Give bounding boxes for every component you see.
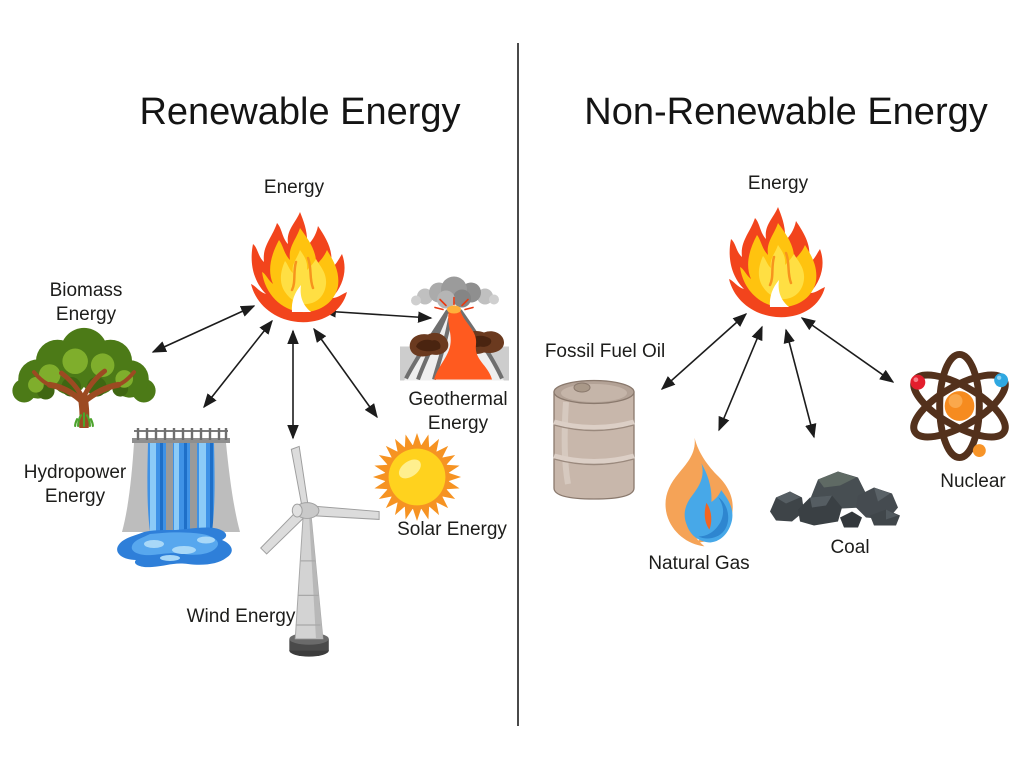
oil-barrel-icon	[553, 379, 635, 500]
geothermal-label-line1: Geothermal	[408, 389, 508, 410]
dam-railing	[132, 428, 230, 443]
grass-tuft	[74, 412, 94, 428]
dam-wall-right	[212, 443, 240, 532]
fire-icon-right	[728, 205, 827, 319]
crater-glow	[447, 305, 461, 314]
water-pool	[117, 527, 232, 568]
solar-label: Solar Energy	[397, 519, 507, 540]
sun-body	[388, 448, 446, 506]
biomass-label-line1: Biomass	[49, 280, 123, 301]
wind-turbine-icon	[260, 445, 380, 657]
right-panel-title: Non-Renewable Energy	[584, 91, 988, 133]
volcano-icon	[400, 276, 509, 381]
hydropower-label: Hydropower Energy	[24, 461, 126, 509]
dam-pillar	[166, 443, 173, 535]
electron-blue	[994, 373, 1009, 388]
dam-pillar	[190, 443, 197, 535]
barrel-bands	[553, 419, 635, 466]
nuclear-label: Nuclear	[940, 471, 1006, 492]
right-flame-label: Energy	[747, 173, 809, 194]
coal-label: Coal	[830, 537, 870, 558]
panel-divider	[517, 43, 519, 726]
dam-icon	[117, 428, 240, 568]
sun-highlight	[398, 459, 421, 479]
hydropower-label-line1: Hydropower	[23, 462, 127, 483]
gas-flame-blue-dark	[698, 496, 729, 539]
lava-flow	[434, 309, 492, 380]
turbine-tower	[294, 514, 324, 640]
electron-red	[910, 374, 926, 390]
fossil-fuel-oil-label: Fossil Fuel Oil	[544, 341, 666, 362]
barrel-highlight	[561, 401, 571, 485]
smoke-cloud	[411, 276, 499, 309]
left-panel-title: Renewable Energy	[139, 91, 461, 133]
crater-sparks	[434, 296, 474, 311]
wind-label: Wind Energy	[186, 606, 296, 627]
dam-wall-left	[122, 443, 150, 532]
turbine-nacelle	[291, 502, 320, 519]
arrow-energy-nuclear	[800, 317, 895, 383]
arrow-energy-hydropower	[203, 319, 273, 409]
gas-flame-core	[704, 502, 712, 530]
arrow-energy-solar	[313, 327, 378, 419]
arrow-energy-biomass	[151, 305, 256, 353]
geothermal-label-line2: Energy	[427, 413, 489, 434]
electron-orange	[972, 444, 986, 458]
biomass-label: Biomass Energy	[50, 279, 123, 327]
sun-icon	[372, 432, 462, 522]
gas-flame-icon	[665, 437, 733, 547]
coal-rocks-icon	[770, 471, 900, 528]
coal-lumps	[770, 471, 900, 528]
turbine-blades	[260, 445, 380, 555]
waterfall	[146, 443, 216, 535]
tree-foliage	[12, 327, 156, 403]
left-flame-label: Energy	[263, 177, 325, 198]
hydropower-label-line2: Energy	[44, 486, 106, 507]
atom-icon	[910, 350, 1009, 462]
fire-icon-left	[250, 210, 349, 324]
arrow-energy-gas	[718, 325, 763, 432]
tree-icon	[12, 327, 156, 428]
biomass-label-line2: Energy	[55, 304, 117, 325]
barrel-body	[553, 391, 635, 500]
atom-nucleus-highlight	[948, 394, 963, 408]
electron-blue-highlight	[996, 375, 1002, 380]
barrel-top	[553, 379, 635, 405]
natural-gas-label: Natural Gas	[648, 553, 750, 574]
arrow-energy-coal	[783, 328, 817, 439]
geothermal-label: Geothermal Energy	[408, 388, 507, 436]
electron-red-highlight	[913, 377, 919, 383]
